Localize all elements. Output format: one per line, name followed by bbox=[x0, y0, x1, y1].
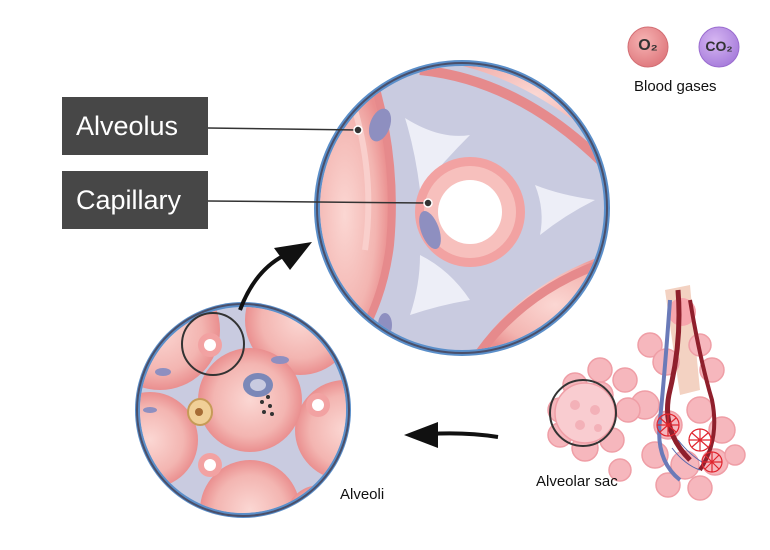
alveolar-sac-illustration bbox=[547, 285, 746, 501]
capillary-leader-dot bbox=[423, 198, 433, 208]
capillary-leader-line bbox=[207, 200, 429, 204]
alveoli-caption: Alveoli bbox=[340, 486, 385, 503]
o2-icon bbox=[627, 26, 669, 68]
arrow-to-magnified-head bbox=[274, 242, 312, 270]
alveolus-label: Alveolus bbox=[62, 97, 208, 155]
alveolus-leader-dot bbox=[353, 125, 363, 135]
blood-gases-caption: Blood gases bbox=[634, 78, 717, 95]
alveolus-magnified-view bbox=[314, 60, 610, 356]
alveolar-sac-caption: Alveolar sac bbox=[536, 473, 618, 490]
co2-label: CO₂ bbox=[705, 38, 733, 54]
arrow-to-alveoli-head bbox=[404, 422, 438, 448]
capillary-label: Capillary bbox=[62, 171, 208, 229]
alveolus-leader-line bbox=[207, 127, 359, 131]
arrow-to-magnified bbox=[238, 253, 286, 311]
arrow-to-alveoli bbox=[429, 431, 499, 439]
alveoli-cross-section bbox=[135, 302, 351, 518]
co2-icon bbox=[698, 26, 740, 68]
o2-label: O₂ bbox=[638, 37, 658, 54]
